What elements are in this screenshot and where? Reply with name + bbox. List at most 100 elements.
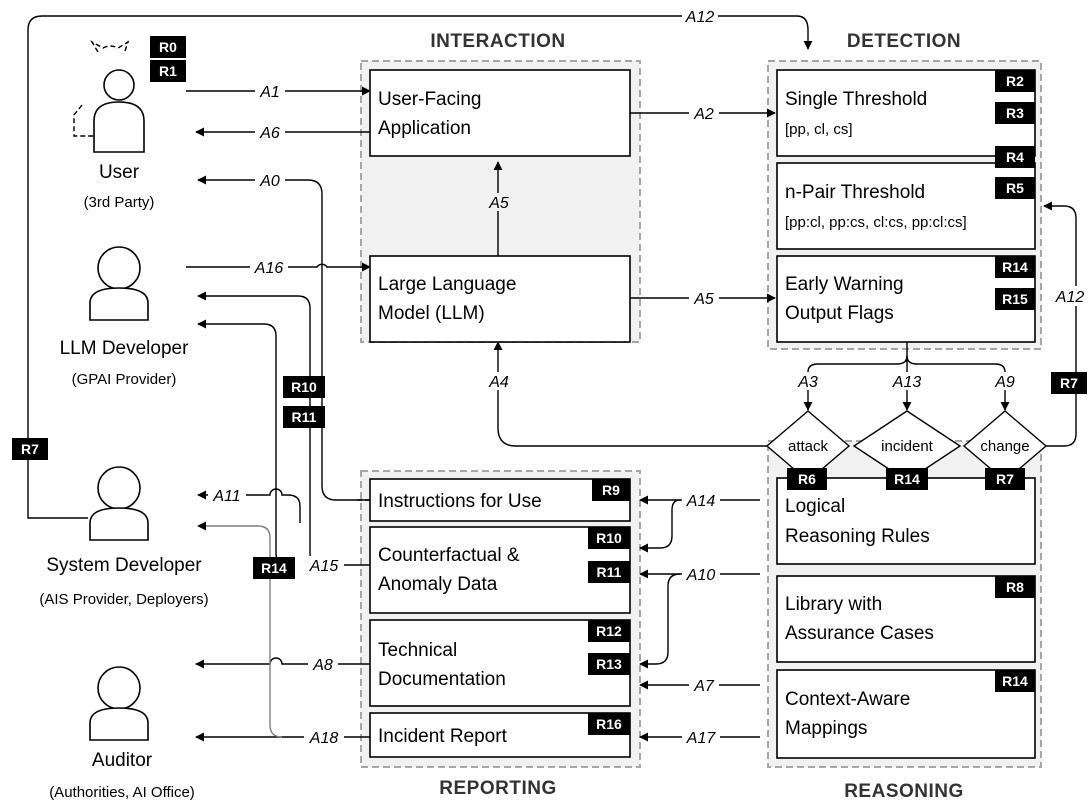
badge-r14-warning: R14 bbox=[995, 256, 1035, 278]
label-a3: A3 bbox=[797, 374, 818, 391]
badge-r5: R5 bbox=[995, 177, 1035, 199]
box-label: Assurance Cases bbox=[785, 623, 934, 644]
arrow-a12-top bbox=[27, 15, 813, 519]
badge-r11-box: R11 bbox=[588, 561, 630, 583]
box-label: Large Language bbox=[378, 274, 516, 295]
arrow-a15-llm bbox=[197, 291, 370, 566]
box-single-threshold[interactable]: Single Threshold [pp, cl, cs] bbox=[776, 69, 1036, 157]
box-technical-documentation[interactable]: Technical Documentation bbox=[369, 619, 631, 707]
arrow-a12-right bbox=[1043, 201, 1077, 447]
label-a4: A4 bbox=[488, 374, 509, 391]
actor-role: (AIS Provider, Deployers) bbox=[39, 591, 208, 608]
box-npair-threshold[interactable]: n-Pair Threshold [pp:cl, pp:cs, cl:cs, p… bbox=[776, 162, 1036, 250]
user-head-icon bbox=[103, 69, 135, 101]
diamond-label: incident bbox=[881, 438, 934, 455]
svg-text:R3: R3 bbox=[1006, 105, 1024, 121]
arrow-a4 bbox=[493, 341, 771, 447]
actor-name: User bbox=[99, 162, 140, 183]
box-logical-reasoning[interactable]: Logical Reasoning Rules bbox=[776, 477, 1036, 565]
label-a15: A15 bbox=[309, 558, 339, 575]
label-a1: A1 bbox=[259, 84, 280, 101]
box-label: Anomaly Data bbox=[378, 574, 498, 595]
svg-text:R16: R16 bbox=[596, 716, 622, 732]
reasoning-title: REASONING bbox=[844, 781, 964, 802]
connectors bbox=[27, 15, 1077, 742]
label-a8: A8 bbox=[312, 657, 333, 674]
arrow-a18-sysdev bbox=[197, 521, 283, 738]
arrow-a10-branch bbox=[639, 573, 681, 669]
arrow-a0 bbox=[197, 175, 372, 501]
svg-text:R11: R11 bbox=[597, 564, 622, 580]
svg-text:R14: R14 bbox=[1002, 259, 1028, 275]
label-a7: A7 bbox=[693, 678, 715, 695]
label-a17: A17 bbox=[686, 730, 717, 747]
user-body-icon bbox=[93, 101, 145, 153]
badge-r7-right: R7 bbox=[1051, 372, 1087, 394]
label-a18: A18 bbox=[309, 730, 339, 747]
system-developer-body-icon bbox=[89, 507, 149, 541]
actor-name: LLM Developer bbox=[60, 338, 190, 359]
svg-text:R7: R7 bbox=[1060, 375, 1078, 391]
actor-user[interactable]: User (3rd Party) bbox=[73, 40, 155, 211]
svg-text:R10: R10 bbox=[291, 379, 317, 395]
box-library[interactable]: Library with Assurance Cases bbox=[776, 575, 1036, 663]
box-label: Single Threshold bbox=[785, 89, 927, 110]
arrow-a8 bbox=[195, 657, 370, 669]
actor-role: (3rd Party) bbox=[84, 194, 155, 211]
box-label: Model (LLM) bbox=[378, 303, 485, 324]
label-a11: A11 bbox=[212, 488, 240, 505]
badges: R0 R1 R2 R3 R4 R5 R14 R15 R7 R6 R14 R7 R… bbox=[12, 36, 1087, 735]
actor-name: Auditor bbox=[92, 750, 153, 771]
box-incident-report[interactable]: Incident Report bbox=[369, 712, 631, 758]
box-context-mappings[interactable]: Context-Aware Mappings bbox=[776, 669, 1036, 759]
box-llm[interactable]: Large Language Model (LLM) bbox=[369, 255, 631, 343]
svg-text:R1: R1 bbox=[159, 63, 177, 79]
arrow-a16 bbox=[186, 262, 371, 272]
svg-text:R7: R7 bbox=[21, 441, 39, 457]
box-label: Mappings bbox=[785, 718, 867, 739]
label-a16: A16 bbox=[254, 260, 284, 277]
badge-r7-diamond: R7 bbox=[985, 468, 1025, 490]
actor-role: (GPAI Provider) bbox=[72, 371, 177, 388]
box-label: n-Pair Threshold bbox=[785, 182, 925, 203]
badge-r10-box: R10 bbox=[588, 527, 630, 549]
label-a9: A9 bbox=[994, 374, 1015, 391]
llm-developer-head-icon bbox=[97, 246, 141, 290]
svg-text:R14: R14 bbox=[1002, 673, 1028, 689]
label-a12-right: A12 bbox=[1055, 289, 1085, 306]
svg-text:R13: R13 bbox=[596, 656, 622, 672]
box-user-facing-application[interactable]: User-Facing Application bbox=[369, 69, 631, 157]
badge-r0: R0 bbox=[150, 36, 186, 58]
system-developer-head-icon bbox=[97, 466, 141, 510]
box-instructions[interactable]: Instructions for Use bbox=[369, 478, 631, 522]
badge-r3: R3 bbox=[995, 102, 1035, 124]
arrow-a9 bbox=[906, 355, 1010, 411]
diamond-incident[interactable]: incident bbox=[852, 410, 962, 482]
badge-r2: R2 bbox=[995, 70, 1035, 92]
attacker-horns-icon bbox=[90, 40, 130, 55]
box-label: Application bbox=[378, 118, 471, 139]
label-a14: A14 bbox=[686, 493, 716, 510]
svg-text:R11: R11 bbox=[292, 409, 317, 425]
box-label: Logical bbox=[785, 496, 845, 517]
badge-r16: R16 bbox=[588, 713, 630, 735]
badge-r7-left: R7 bbox=[12, 438, 48, 460]
diamond-attack[interactable]: attack bbox=[765, 410, 851, 482]
svg-text:R2: R2 bbox=[1006, 73, 1024, 89]
actor-llm-developer[interactable]: LLM Developer (GPAI Provider) bbox=[60, 246, 190, 388]
arrow-a11 bbox=[197, 488, 301, 523]
box-counterfactual[interactable]: Counterfactual & Anomaly Data bbox=[369, 526, 631, 614]
svg-text:R5: R5 bbox=[1006, 180, 1024, 196]
badge-r11-line: R11 bbox=[283, 406, 325, 428]
label-a5-up: A5 bbox=[488, 195, 509, 212]
actor-system-developer[interactable]: System Developer (AIS Provider, Deployer… bbox=[39, 466, 209, 608]
svg-text:R7: R7 bbox=[996, 471, 1014, 487]
diamond-label: attack bbox=[788, 438, 829, 455]
actor-auditor[interactable]: Auditor (Authorities, AI Office) bbox=[49, 666, 195, 801]
svg-text:R4: R4 bbox=[1006, 149, 1024, 165]
badge-r8: R8 bbox=[995, 576, 1035, 598]
detection-title: DETECTION bbox=[847, 31, 961, 52]
box-label: Context-Aware bbox=[785, 689, 910, 710]
box-early-warning[interactable]: Early Warning Output Flags bbox=[776, 255, 1036, 343]
interaction-title: INTERACTION bbox=[430, 31, 565, 52]
